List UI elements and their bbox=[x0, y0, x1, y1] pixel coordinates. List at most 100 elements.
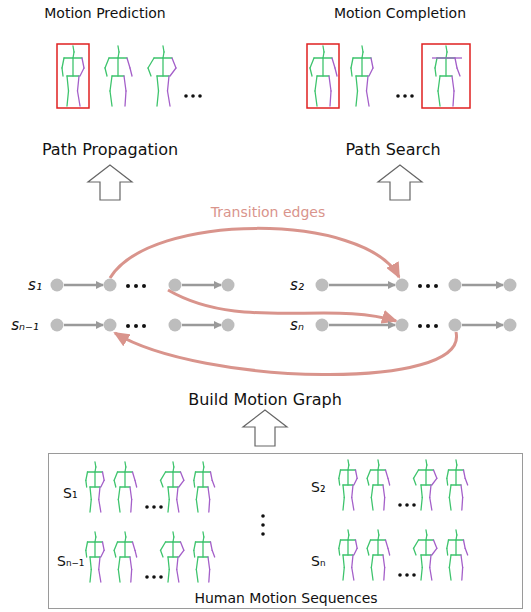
frame-dot bbox=[104, 279, 117, 292]
pose-stroke bbox=[114, 480, 116, 487]
ellipsis-dot bbox=[198, 94, 202, 98]
frame-edge bbox=[329, 284, 395, 287]
pose-stroke bbox=[464, 540, 466, 548]
pose-stroke bbox=[362, 52, 363, 58]
sequence-panel: S₁S₂Sₙ₋₁SₙHuman Motion Sequences bbox=[48, 453, 523, 609]
pose-stroke bbox=[377, 535, 379, 540]
pose-stroke bbox=[133, 542, 136, 550]
pose-stroke bbox=[94, 532, 96, 537]
pose-stroke bbox=[451, 484, 461, 485]
pose-stroke bbox=[196, 570, 198, 583]
pose-stroke bbox=[461, 498, 463, 511]
pose-stroke bbox=[377, 465, 379, 470]
pose-stroke bbox=[198, 556, 208, 557]
ellipsis-dot bbox=[142, 284, 146, 288]
pose-stroke bbox=[103, 472, 105, 480]
pose-stroke bbox=[177, 487, 178, 500]
pose-stroke bbox=[310, 68, 312, 76]
pose-stroke bbox=[124, 542, 125, 557]
pose-stroke bbox=[99, 487, 100, 500]
pose-stroke bbox=[377, 460, 379, 465]
pose-stroke bbox=[455, 465, 457, 470]
pose-stroke bbox=[99, 500, 101, 513]
pose-stroke bbox=[434, 540, 437, 548]
pose-stroke bbox=[124, 76, 126, 91]
pose-stroke bbox=[118, 570, 120, 583]
pose-stroke bbox=[114, 550, 116, 557]
pose-stroke bbox=[414, 470, 419, 478]
pose-stroke bbox=[94, 462, 96, 467]
frame-dot bbox=[222, 319, 235, 332]
pose-stroke bbox=[457, 68, 460, 76]
pose-stroke bbox=[99, 570, 101, 583]
highlight-box bbox=[307, 44, 339, 108]
pose-stroke bbox=[367, 470, 370, 478]
pose-stroke bbox=[371, 485, 373, 498]
up-arrow bbox=[378, 165, 422, 200]
pose-stroke bbox=[449, 498, 451, 511]
pose-stroke bbox=[452, 76, 454, 91]
ellipsis-dot bbox=[159, 505, 163, 509]
pose-stroke bbox=[356, 76, 358, 91]
pose-stroke bbox=[101, 550, 104, 557]
pose-stroke bbox=[82, 58, 84, 68]
frame-dot bbox=[449, 279, 462, 292]
pose-stroke bbox=[414, 478, 417, 485]
pose-stroke bbox=[94, 537, 96, 542]
pose-stroke bbox=[352, 485, 353, 498]
pose-stroke bbox=[88, 471, 103, 472]
pose-stroke bbox=[453, 91, 454, 106]
pose-stroke bbox=[168, 486, 178, 487]
pose-stroke bbox=[361, 58, 362, 76]
pose-stroke bbox=[338, 478, 340, 485]
pose-stroke bbox=[377, 470, 378, 485]
pose-stroke bbox=[118, 46, 119, 52]
pose-stroke bbox=[172, 467, 174, 472]
pose-stroke bbox=[373, 554, 383, 555]
pose-stroke bbox=[367, 478, 369, 485]
pose-stroke bbox=[120, 556, 130, 557]
ellipsis-dot bbox=[405, 503, 409, 507]
sequence-name: S₂ bbox=[311, 480, 326, 495]
pose-stroke bbox=[148, 58, 154, 68]
ellipsis-dot bbox=[134, 284, 138, 288]
frame-edge bbox=[182, 284, 221, 287]
pose-stroke bbox=[135, 550, 137, 557]
pose-stroke bbox=[196, 557, 198, 570]
pose-stroke bbox=[202, 532, 204, 537]
pose-stroke bbox=[323, 52, 324, 58]
pose-stroke bbox=[371, 498, 373, 511]
pose-stroke bbox=[161, 472, 166, 480]
pose-stroke bbox=[73, 52, 74, 58]
pose-stroke bbox=[451, 554, 461, 555]
pose-stroke bbox=[446, 478, 448, 485]
pose-stroke bbox=[168, 570, 169, 583]
pose-stroke bbox=[343, 484, 353, 485]
pose-stroke bbox=[449, 539, 464, 540]
pose-stroke bbox=[438, 91, 440, 106]
ellipsis-dot bbox=[126, 324, 130, 328]
pose-stroke bbox=[323, 46, 324, 52]
pose-stroke bbox=[117, 58, 118, 76]
ellipsis-dot bbox=[434, 324, 438, 328]
pose-stroke bbox=[322, 58, 323, 76]
pose-stroke bbox=[352, 498, 354, 511]
pose-stroke bbox=[446, 548, 448, 555]
pose-stroke bbox=[383, 498, 385, 511]
ellipsis-dot bbox=[426, 324, 430, 328]
pose-stroke bbox=[352, 568, 354, 581]
pose-stroke bbox=[347, 530, 349, 535]
pose-stroke bbox=[449, 568, 451, 581]
pose-stroke bbox=[455, 540, 456, 555]
pose-stroke bbox=[196, 500, 198, 513]
pose-stroke bbox=[438, 76, 440, 91]
pose-stroke bbox=[343, 498, 344, 511]
pose-stroke bbox=[356, 75, 368, 76]
pose-stroke bbox=[99, 557, 100, 570]
panel-heading: Motion Prediction bbox=[44, 6, 165, 21]
pose-stroke bbox=[103, 542, 105, 550]
ellipsis-dot bbox=[184, 94, 188, 98]
pose-stroke bbox=[455, 470, 456, 485]
pose-stroke bbox=[172, 537, 174, 542]
pose-stroke bbox=[447, 470, 449, 478]
